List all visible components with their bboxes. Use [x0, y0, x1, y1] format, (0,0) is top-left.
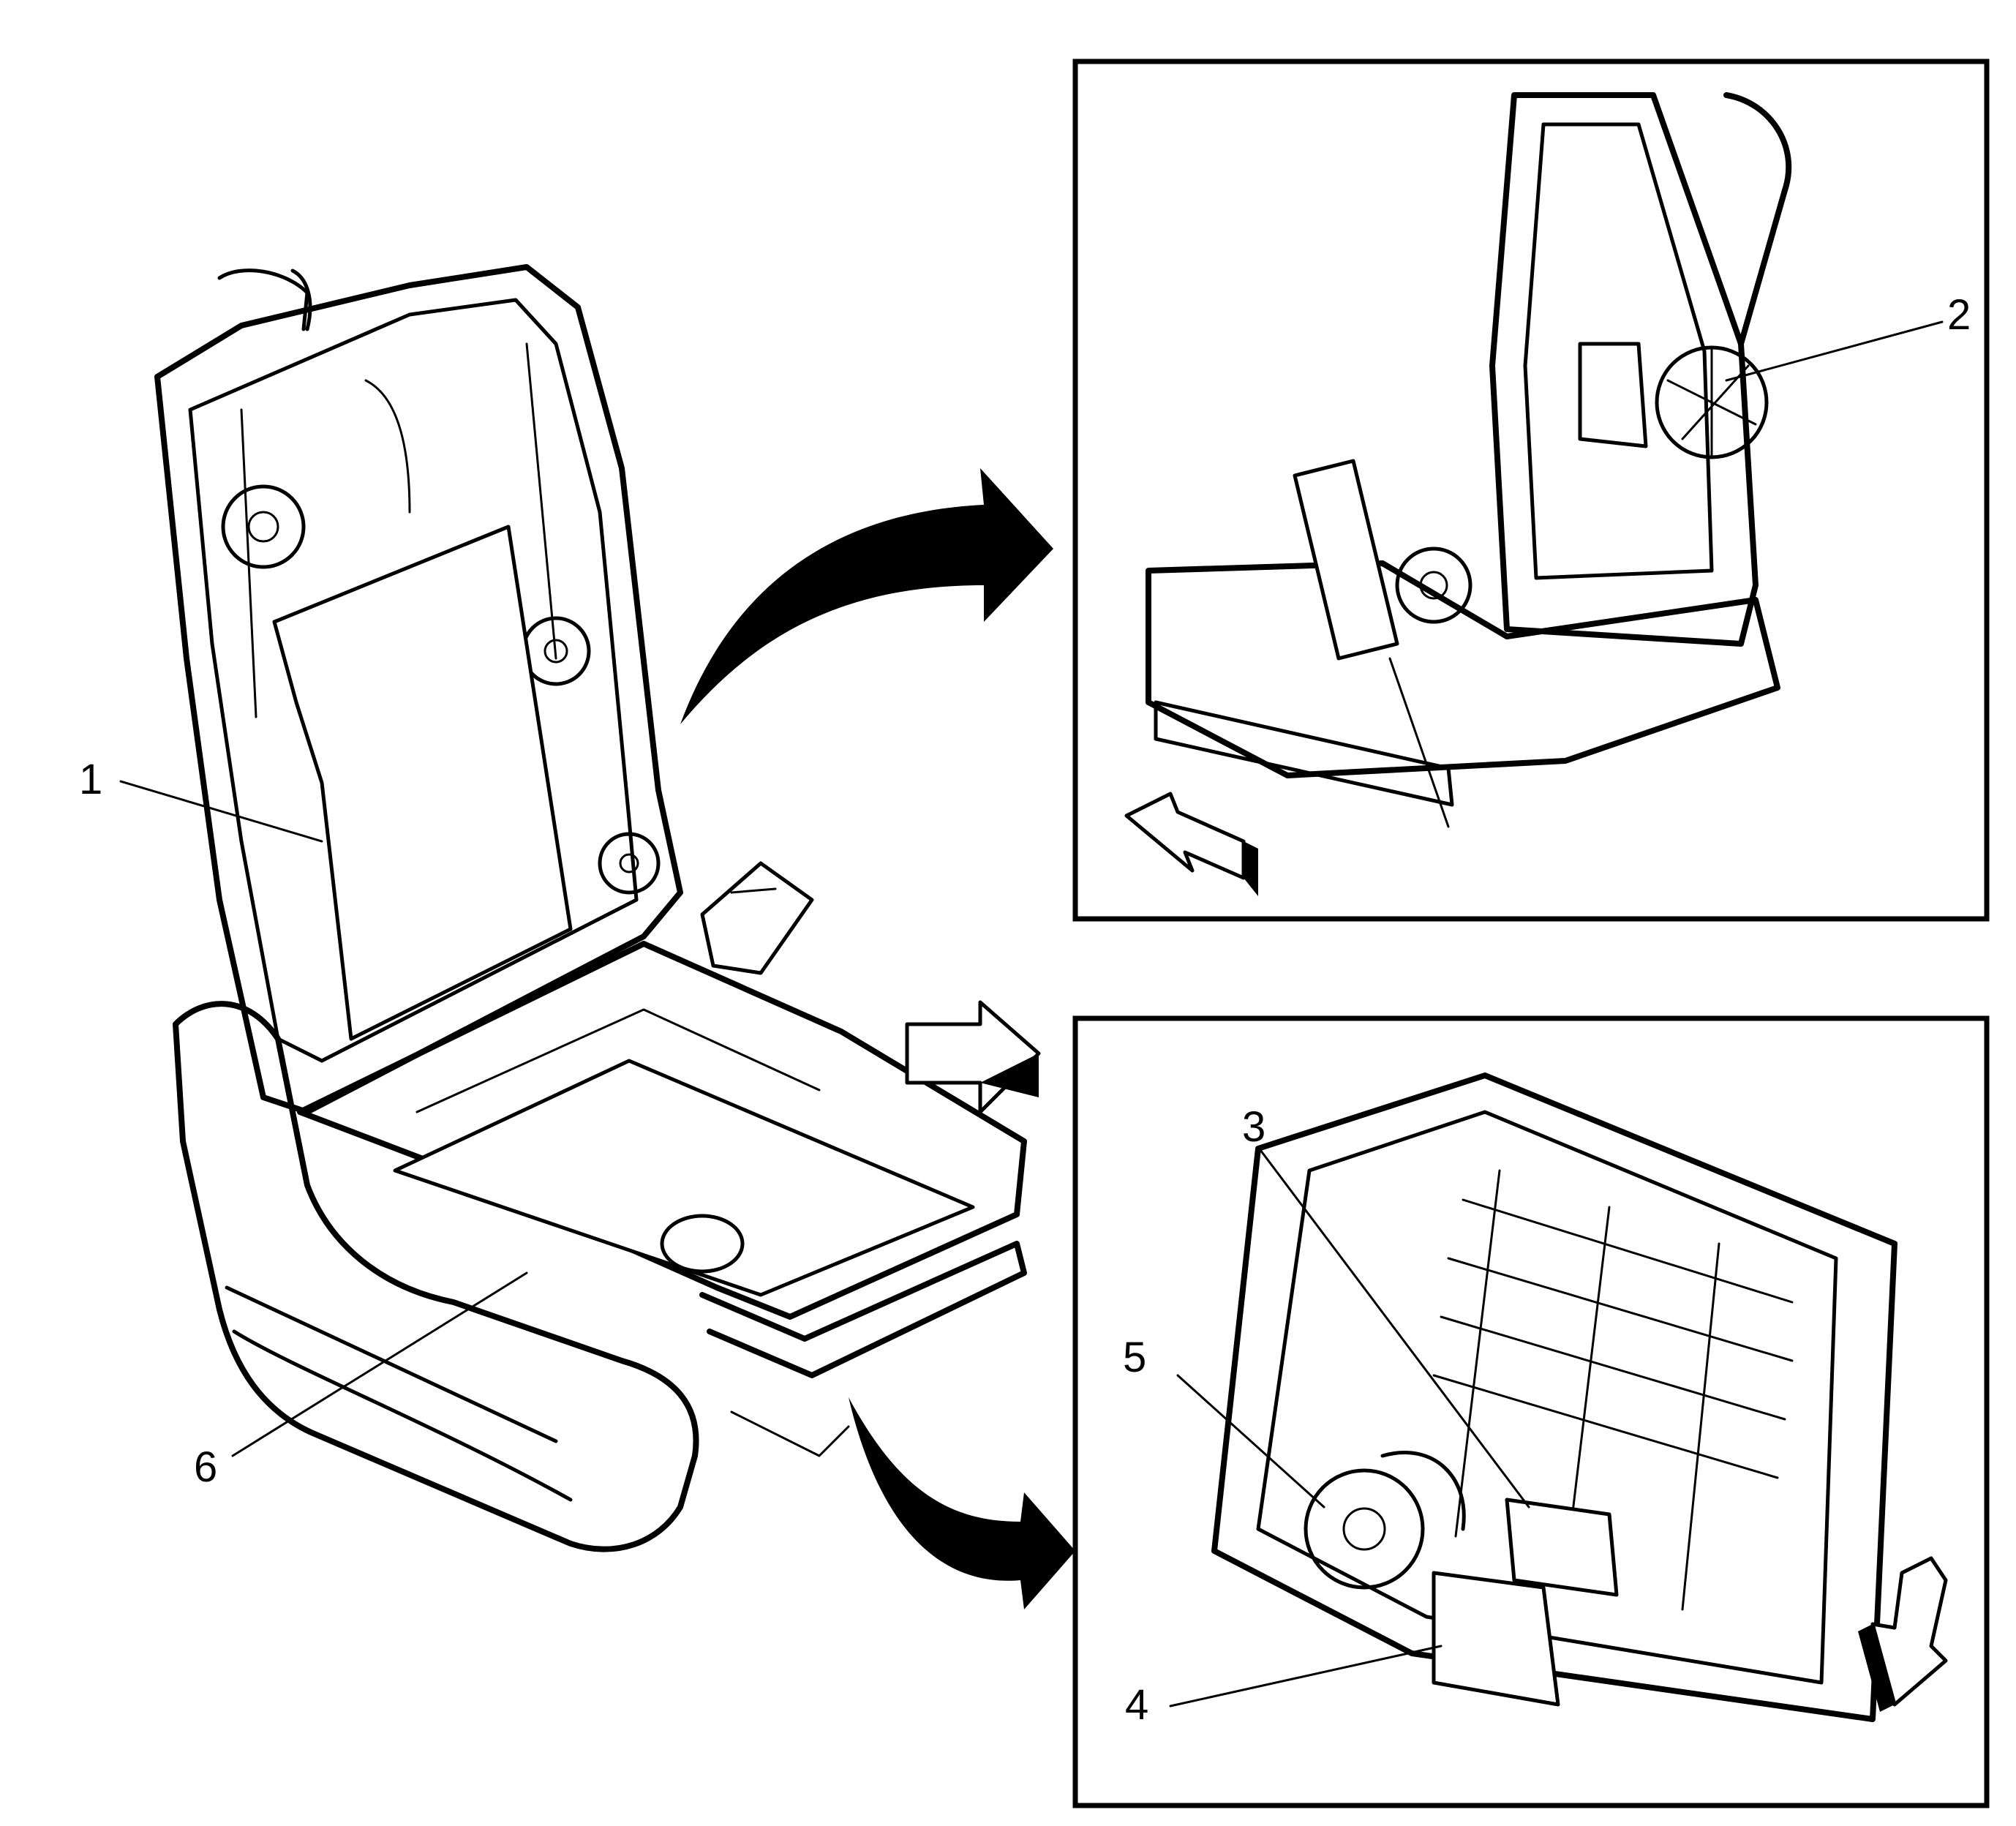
callout-4: 4	[1125, 1681, 1148, 1729]
seat-main-illustration	[119, 264, 1027, 1552]
callout-1: 1	[79, 756, 102, 803]
curved-arrow-lower	[849, 1397, 1075, 1609]
direction-arrow-forward	[905, 1000, 1041, 1114]
callout-2: 2	[1947, 291, 1971, 339]
detail-panel-upper	[1072, 59, 1990, 922]
curved-arrow-upper	[680, 468, 1053, 724]
detail-panel-lower	[1072, 1015, 1990, 1808]
callout-3: 3	[1242, 1103, 1265, 1151]
callout-5: 5	[1123, 1334, 1146, 1381]
callout-6: 6	[194, 1443, 217, 1491]
